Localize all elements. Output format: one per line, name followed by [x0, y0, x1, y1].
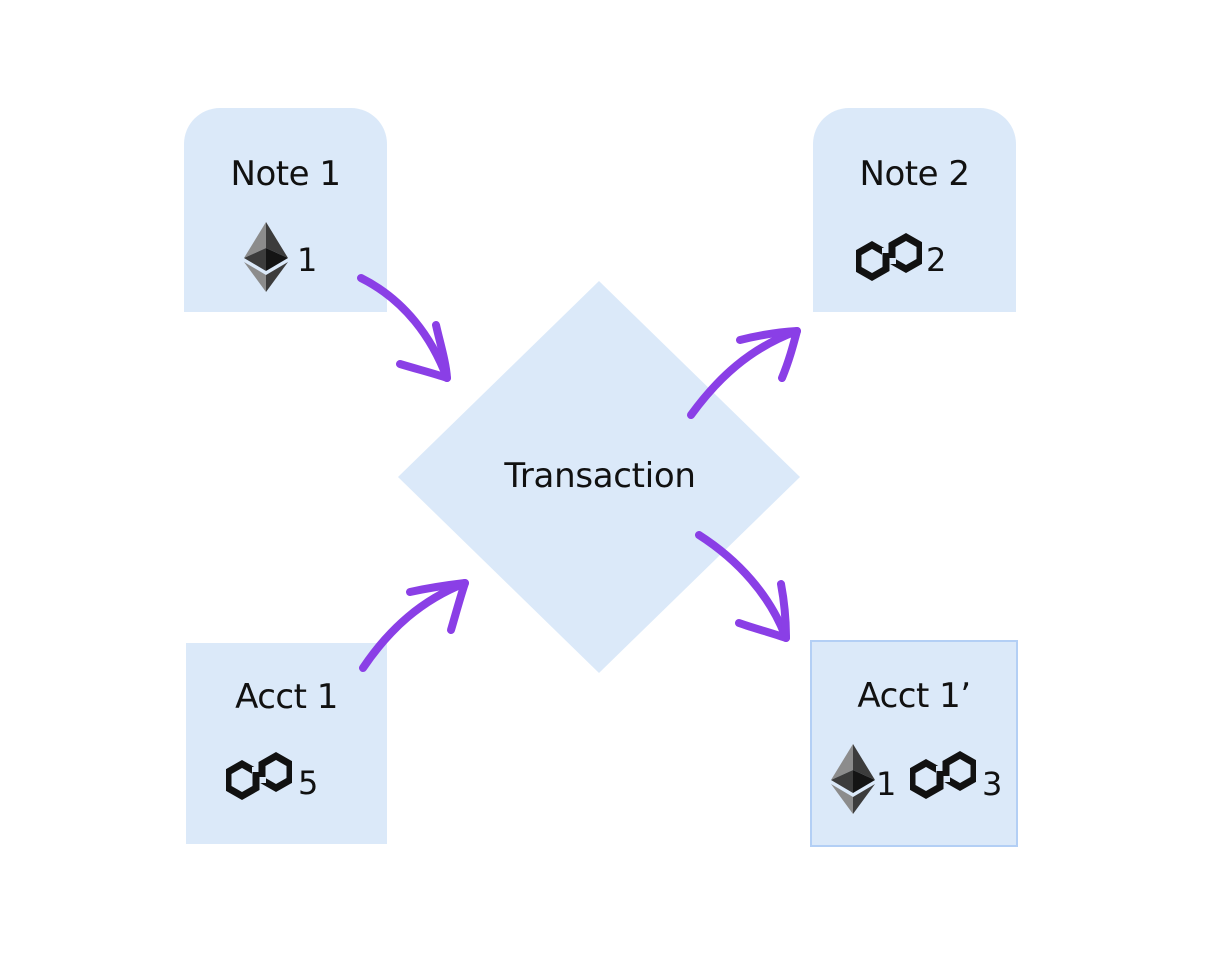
note-1-title: Note 1 — [230, 154, 341, 194]
arrow-transaction-to-acct-1-prime — [695, 531, 790, 642]
polygon-icon — [856, 232, 922, 282]
note-1-box: Note 1 1 — [184, 108, 387, 312]
arrow-transaction-to-note-2 — [687, 327, 801, 419]
acct-1-prime-eth-amount: 1 — [876, 765, 897, 803]
polygon-icon — [226, 751, 292, 801]
note-2-box: Note 2 2 — [813, 108, 1016, 312]
acct-1-prime-box: Acct 1’ 1 3 — [810, 640, 1018, 847]
note-2-title: Note 2 — [859, 154, 970, 194]
ethereum-icon — [831, 744, 875, 814]
polygon-icon — [910, 750, 976, 800]
arrow-acct-1-to-transaction — [359, 579, 469, 672]
note-1-amount: 1 — [297, 241, 318, 279]
note-2-amount: 2 — [926, 241, 947, 279]
acct-1-prime-title: Acct 1’ — [857, 676, 971, 716]
acct-1-box: Acct 1 5 — [186, 643, 387, 844]
acct-1-amount: 5 — [298, 764, 319, 802]
arrow-note-1-to-transaction — [357, 274, 451, 382]
acct-1-title: Acct 1 — [235, 677, 338, 717]
acct-1-prime-polygon-amount: 3 — [982, 765, 1003, 803]
transaction-label: Transaction — [504, 456, 696, 496]
transaction-diamond — [398, 281, 800, 673]
ethereum-icon — [244, 222, 288, 292]
